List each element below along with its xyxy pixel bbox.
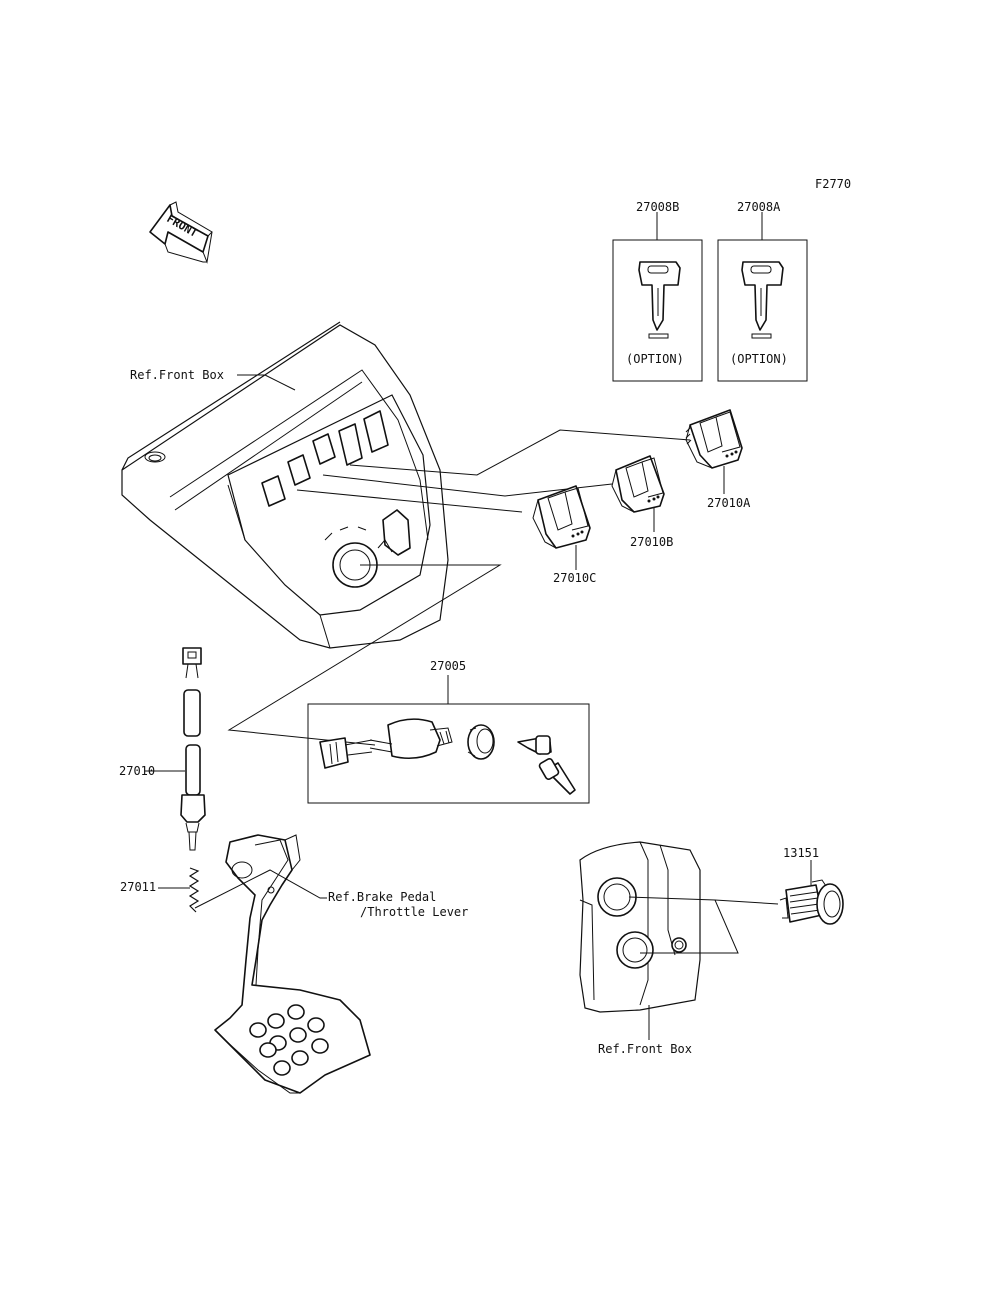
switch-27010-label: 27010: [119, 764, 155, 778]
figure-code: F2770: [815, 177, 851, 191]
key-a-icon: [741, 261, 784, 339]
ref-brake-pedal-label-2: /Throttle Lever: [360, 905, 468, 919]
key-a-part-number: 27008A: [737, 200, 781, 214]
nut-icon: [467, 724, 495, 760]
front-box-lower-panel: [579, 841, 701, 1013]
rocker-switch-27010a: [685, 409, 743, 469]
switch-27010c-label: 27010C: [553, 571, 596, 585]
key-option-box-a: [717, 212, 808, 382]
brake-switch-27010: [180, 647, 206, 851]
ref-front-box-top-label: Ref.Front Box: [130, 368, 224, 382]
ref-brake-pedal-label-1: Ref.Brake Pedal: [328, 890, 436, 904]
key-b-option-label: (OPTION): [626, 352, 684, 366]
switch-27010b-label: 27010B: [630, 535, 673, 549]
spring-27011-label: 27011: [120, 880, 156, 894]
spring-27011: [188, 867, 200, 913]
socket-13151-label: 13151: [783, 846, 819, 860]
ignition-switch-set-box: [307, 675, 590, 804]
front-arrow-icon: [149, 201, 213, 264]
ignition-switch-icon: [319, 718, 453, 769]
key-option-box-b: [612, 212, 703, 382]
keys-icon: [517, 735, 576, 795]
brake-pedal-assembly: [214, 834, 371, 1094]
key-b-part-number: 27008B: [636, 200, 679, 214]
key-b-icon: [638, 261, 681, 339]
rocker-switch-27010b: [611, 455, 665, 513]
front-box-dashboard: [121, 321, 449, 649]
rocker-switch-27010c: [532, 485, 591, 549]
ref-front-box-bottom-label: Ref.Front Box: [598, 1042, 692, 1056]
ignition-set-part-number: 27005: [430, 659, 466, 673]
switch-27010a-label: 27010A: [707, 496, 751, 510]
power-socket-13151: [779, 879, 844, 925]
key-a-option-label: (OPTION): [730, 352, 788, 366]
